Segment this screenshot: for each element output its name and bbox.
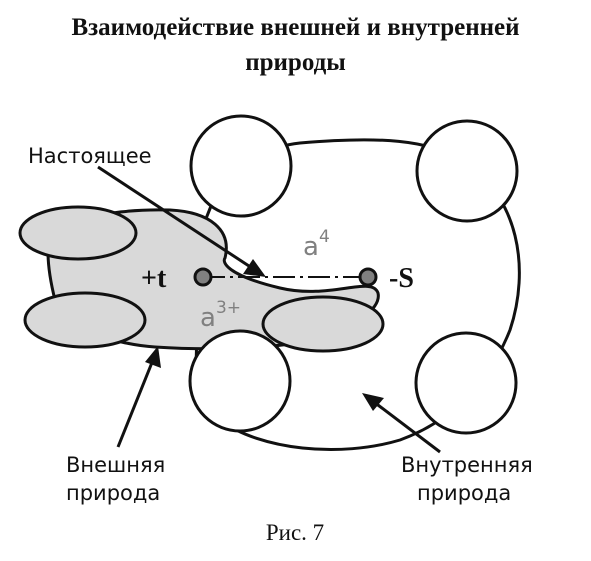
label-a4: a4 xyxy=(303,227,330,262)
label-minus-s: -S xyxy=(389,263,414,294)
label-inner-nature-1: Внутренняя xyxy=(401,453,533,477)
label-plus-t: +t xyxy=(141,263,167,294)
label-a4-sup: 4 xyxy=(319,227,330,247)
outer-oval-top xyxy=(18,205,138,261)
inner-circle-bottom-left xyxy=(188,329,292,433)
label-outer-nature-1: Внешняя xyxy=(66,453,165,477)
label-a3: a3+ xyxy=(200,298,241,333)
inner-circle-top-right xyxy=(415,119,519,223)
label-a3-sup: 3+ xyxy=(216,298,241,318)
inner-circle-bottom-right xyxy=(414,331,518,435)
title-line-2: природы xyxy=(245,49,346,76)
label-present: Настоящее xyxy=(28,144,152,168)
label-a3-base: a xyxy=(200,303,216,333)
inner-circle-top-left xyxy=(189,114,293,218)
point-plus-t xyxy=(193,267,213,287)
outer-nature-arrow-line xyxy=(116,359,155,448)
point-minus-s xyxy=(358,267,378,287)
present-arrow-head xyxy=(243,259,266,277)
title-line-1: Взаимодействие внешней и внутренней xyxy=(71,14,520,41)
label-a4-base: a xyxy=(303,232,319,262)
diagram-title: Взаимодействие внешней и внутренней прир… xyxy=(0,10,591,80)
label-outer-nature-2: природа xyxy=(66,481,160,505)
inner-nature-arrow-head xyxy=(362,393,384,411)
outer-oval-bottom xyxy=(23,291,147,349)
figure-caption: Рис. 7 xyxy=(266,520,324,545)
inner-nature-arrow-line xyxy=(373,400,441,454)
label-inner-nature-2: природа xyxy=(417,481,511,505)
outer-nature-arrow-head xyxy=(145,346,161,368)
present-arrow-line xyxy=(97,165,253,270)
outer-oval-right xyxy=(261,295,385,353)
